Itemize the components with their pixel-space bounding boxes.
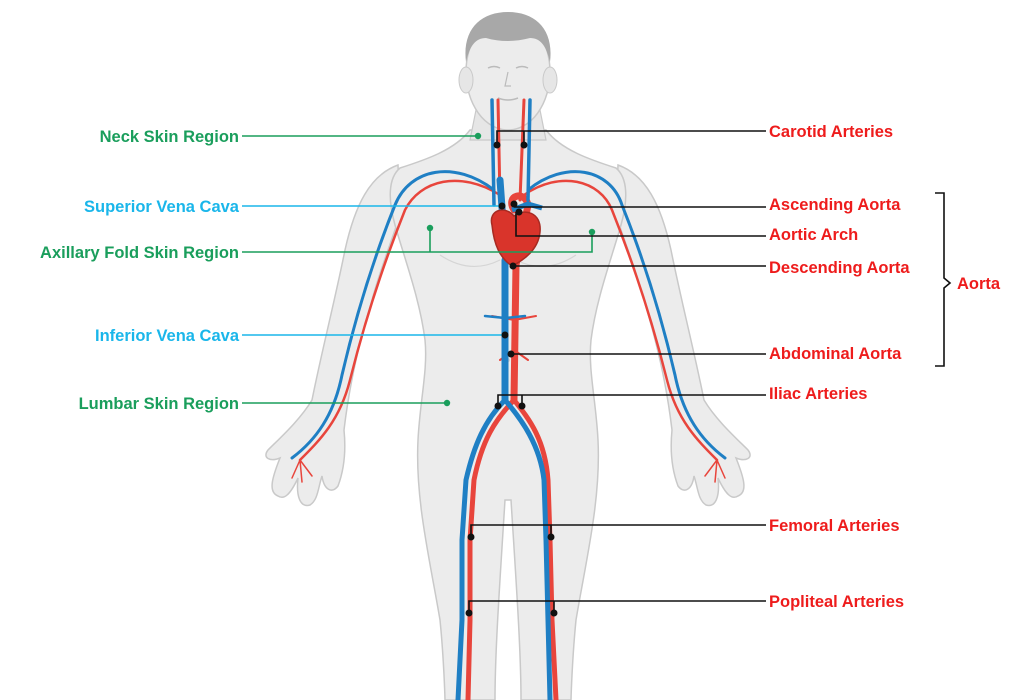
- dot-femoral-left: [468, 534, 475, 541]
- right-ear: [543, 67, 557, 93]
- dot-popliteal-left: [466, 610, 473, 617]
- dot-abdominal: [508, 351, 515, 358]
- jugular-right-vessel: [528, 100, 530, 200]
- dot-carotid-right: [521, 142, 528, 149]
- label-aortic-arch: Aortic Arch: [769, 226, 858, 244]
- label-abdominal-aorta: Abdominal Aorta: [769, 345, 902, 363]
- dot-ascending: [511, 201, 518, 208]
- aorta-bracket: [935, 193, 950, 366]
- dot-descending: [510, 263, 517, 270]
- label-aorta-group: Aorta: [957, 275, 1001, 293]
- right-arm: [616, 165, 750, 505]
- left-labels: Neck Skin Region Superior Vena Cava Axil…: [40, 128, 240, 413]
- label-descending-aorta: Descending Aorta: [769, 259, 910, 277]
- right-labels: Carotid Arteries Ascending Aorta Aortic …: [769, 123, 1001, 611]
- dot-iliac-left: [495, 403, 502, 410]
- label-lumbar-skin-region: Lumbar Skin Region: [79, 395, 239, 413]
- dot-axillary-right: [589, 229, 595, 235]
- label-popliteal-arteries: Popliteal Arteries: [769, 593, 904, 611]
- dot-popliteal-right: [551, 610, 558, 617]
- label-neck-skin-region: Neck Skin Region: [100, 128, 239, 146]
- label-axillary-fold-skin-region: Axillary Fold Skin Region: [40, 244, 239, 262]
- dot-svc: [499, 203, 506, 210]
- label-iliac-arteries: Iliac Arteries: [769, 385, 867, 403]
- dot-carotid-left: [494, 142, 501, 149]
- left-ear: [459, 67, 473, 93]
- label-superior-vena-cava: Superior Vena Cava: [84, 198, 240, 216]
- dot-axillary-left: [427, 225, 433, 231]
- label-ascending-aorta: Ascending Aorta: [769, 196, 901, 214]
- dot-femoral-right: [548, 534, 555, 541]
- dot-lumbar-skin: [444, 400, 450, 406]
- dot-aortic-arch: [516, 209, 523, 216]
- dot-neck-skin: [475, 133, 481, 139]
- dot-iliac-right: [519, 403, 526, 410]
- label-carotid-arteries: Carotid Arteries: [769, 123, 893, 141]
- popliteal-leader: [469, 601, 766, 613]
- label-femoral-arteries: Femoral Arteries: [769, 517, 900, 535]
- label-inferior-vena-cava: Inferior Vena Cava: [95, 327, 240, 345]
- dot-ivc: [502, 332, 509, 339]
